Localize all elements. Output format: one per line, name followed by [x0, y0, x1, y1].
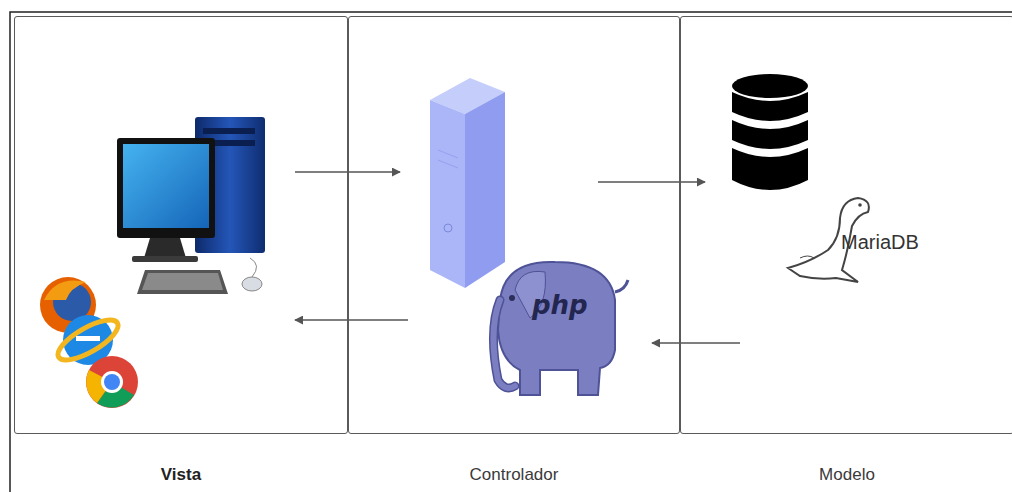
flow-arrow — [295, 319, 408, 320]
flow-arrow — [652, 342, 740, 343]
logo-text: php — [532, 290, 588, 320]
database-icon — [732, 74, 808, 190]
logo-text: MariaDB — [841, 231, 919, 254]
computer-icon — [117, 117, 265, 294]
layer-panel: Modelo — [680, 16, 1012, 434]
layer-label: Controlador — [349, 465, 679, 485]
outer-frame — [10, 12, 1012, 492]
flow-arrow — [598, 181, 705, 182]
layer-label: Modelo — [681, 465, 1012, 485]
layer-label: Vista — [15, 465, 347, 485]
layer-panel: Vista — [14, 16, 348, 434]
server-icon — [430, 78, 505, 288]
layer-panel: Controlador — [348, 16, 680, 434]
browser-icons — [40, 277, 138, 408]
php-elephant — [493, 262, 628, 395]
